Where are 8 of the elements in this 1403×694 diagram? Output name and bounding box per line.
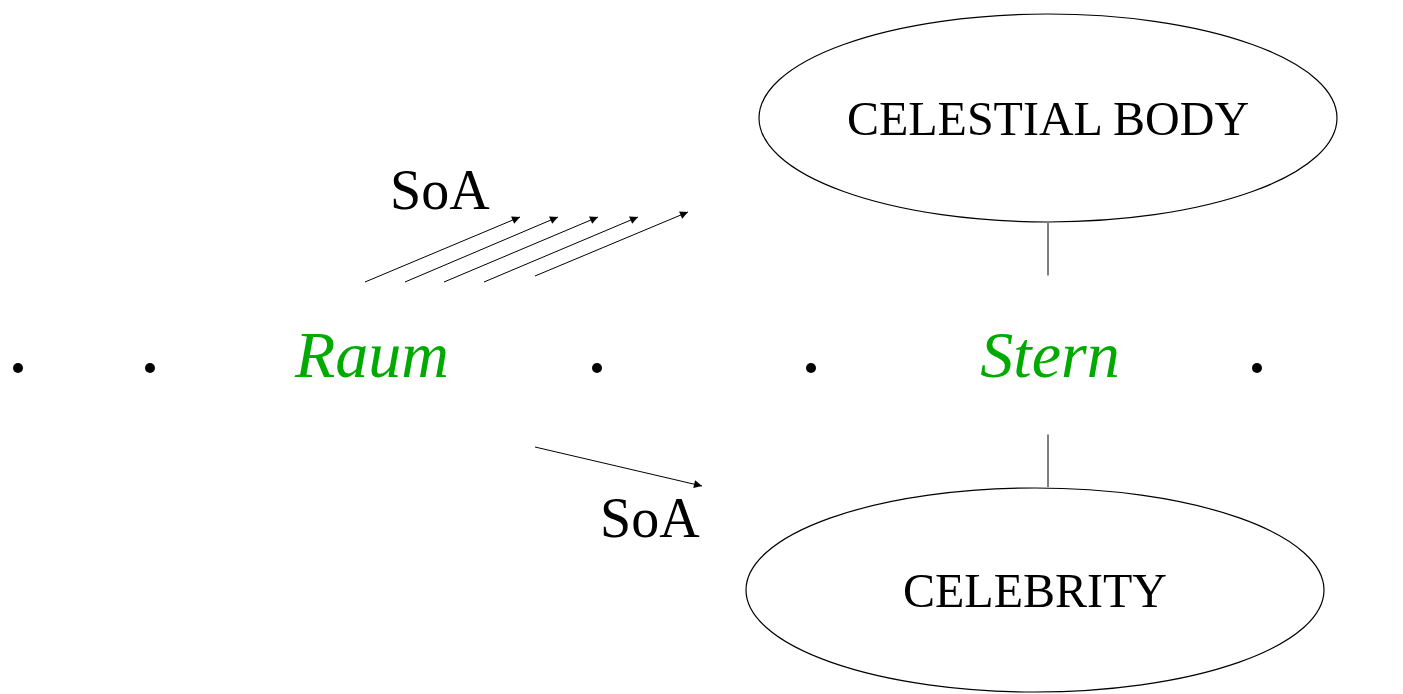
node-label: CELESTIAL BODY — [846, 90, 1250, 146]
connector-line — [1047, 434, 1049, 488]
concept-word: Raum — [295, 317, 449, 393]
node-label: CELEBRITY — [903, 562, 1167, 618]
relation-label: SoA — [390, 162, 490, 218]
connector-line — [1047, 222, 1049, 276]
relation-label: SoA — [600, 490, 700, 546]
concept-word: Stern — [980, 317, 1120, 393]
